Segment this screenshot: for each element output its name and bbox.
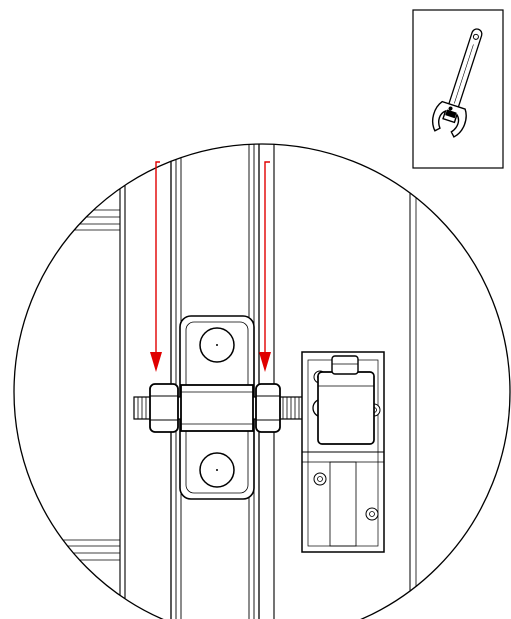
- magnifier-outline: [13, 143, 511, 619]
- right-hex-nut: [255, 383, 281, 433]
- magnified-detail: [13, 143, 511, 619]
- direction-arrows: [150, 161, 271, 372]
- swivel-clamp: [312, 355, 375, 445]
- left-vertical-profile: [119, 170, 126, 619]
- lower-bolt-hole: [199, 452, 235, 488]
- background-rail-left: [14, 209, 120, 561]
- tool-panel: [412, 9, 504, 169]
- right-tighten-arrow: [264, 161, 270, 368]
- bracket-screw-3: [313, 472, 327, 486]
- adjustable-wrench-icon: [432, 28, 483, 138]
- left-hex-nut: [149, 383, 179, 433]
- coupling-block: [180, 384, 254, 432]
- upper-bolt-hole: [199, 327, 235, 363]
- left-tighten-arrow: [155, 161, 160, 368]
- right-frame: [409, 170, 504, 619]
- bracket-screw-4: [365, 507, 379, 521]
